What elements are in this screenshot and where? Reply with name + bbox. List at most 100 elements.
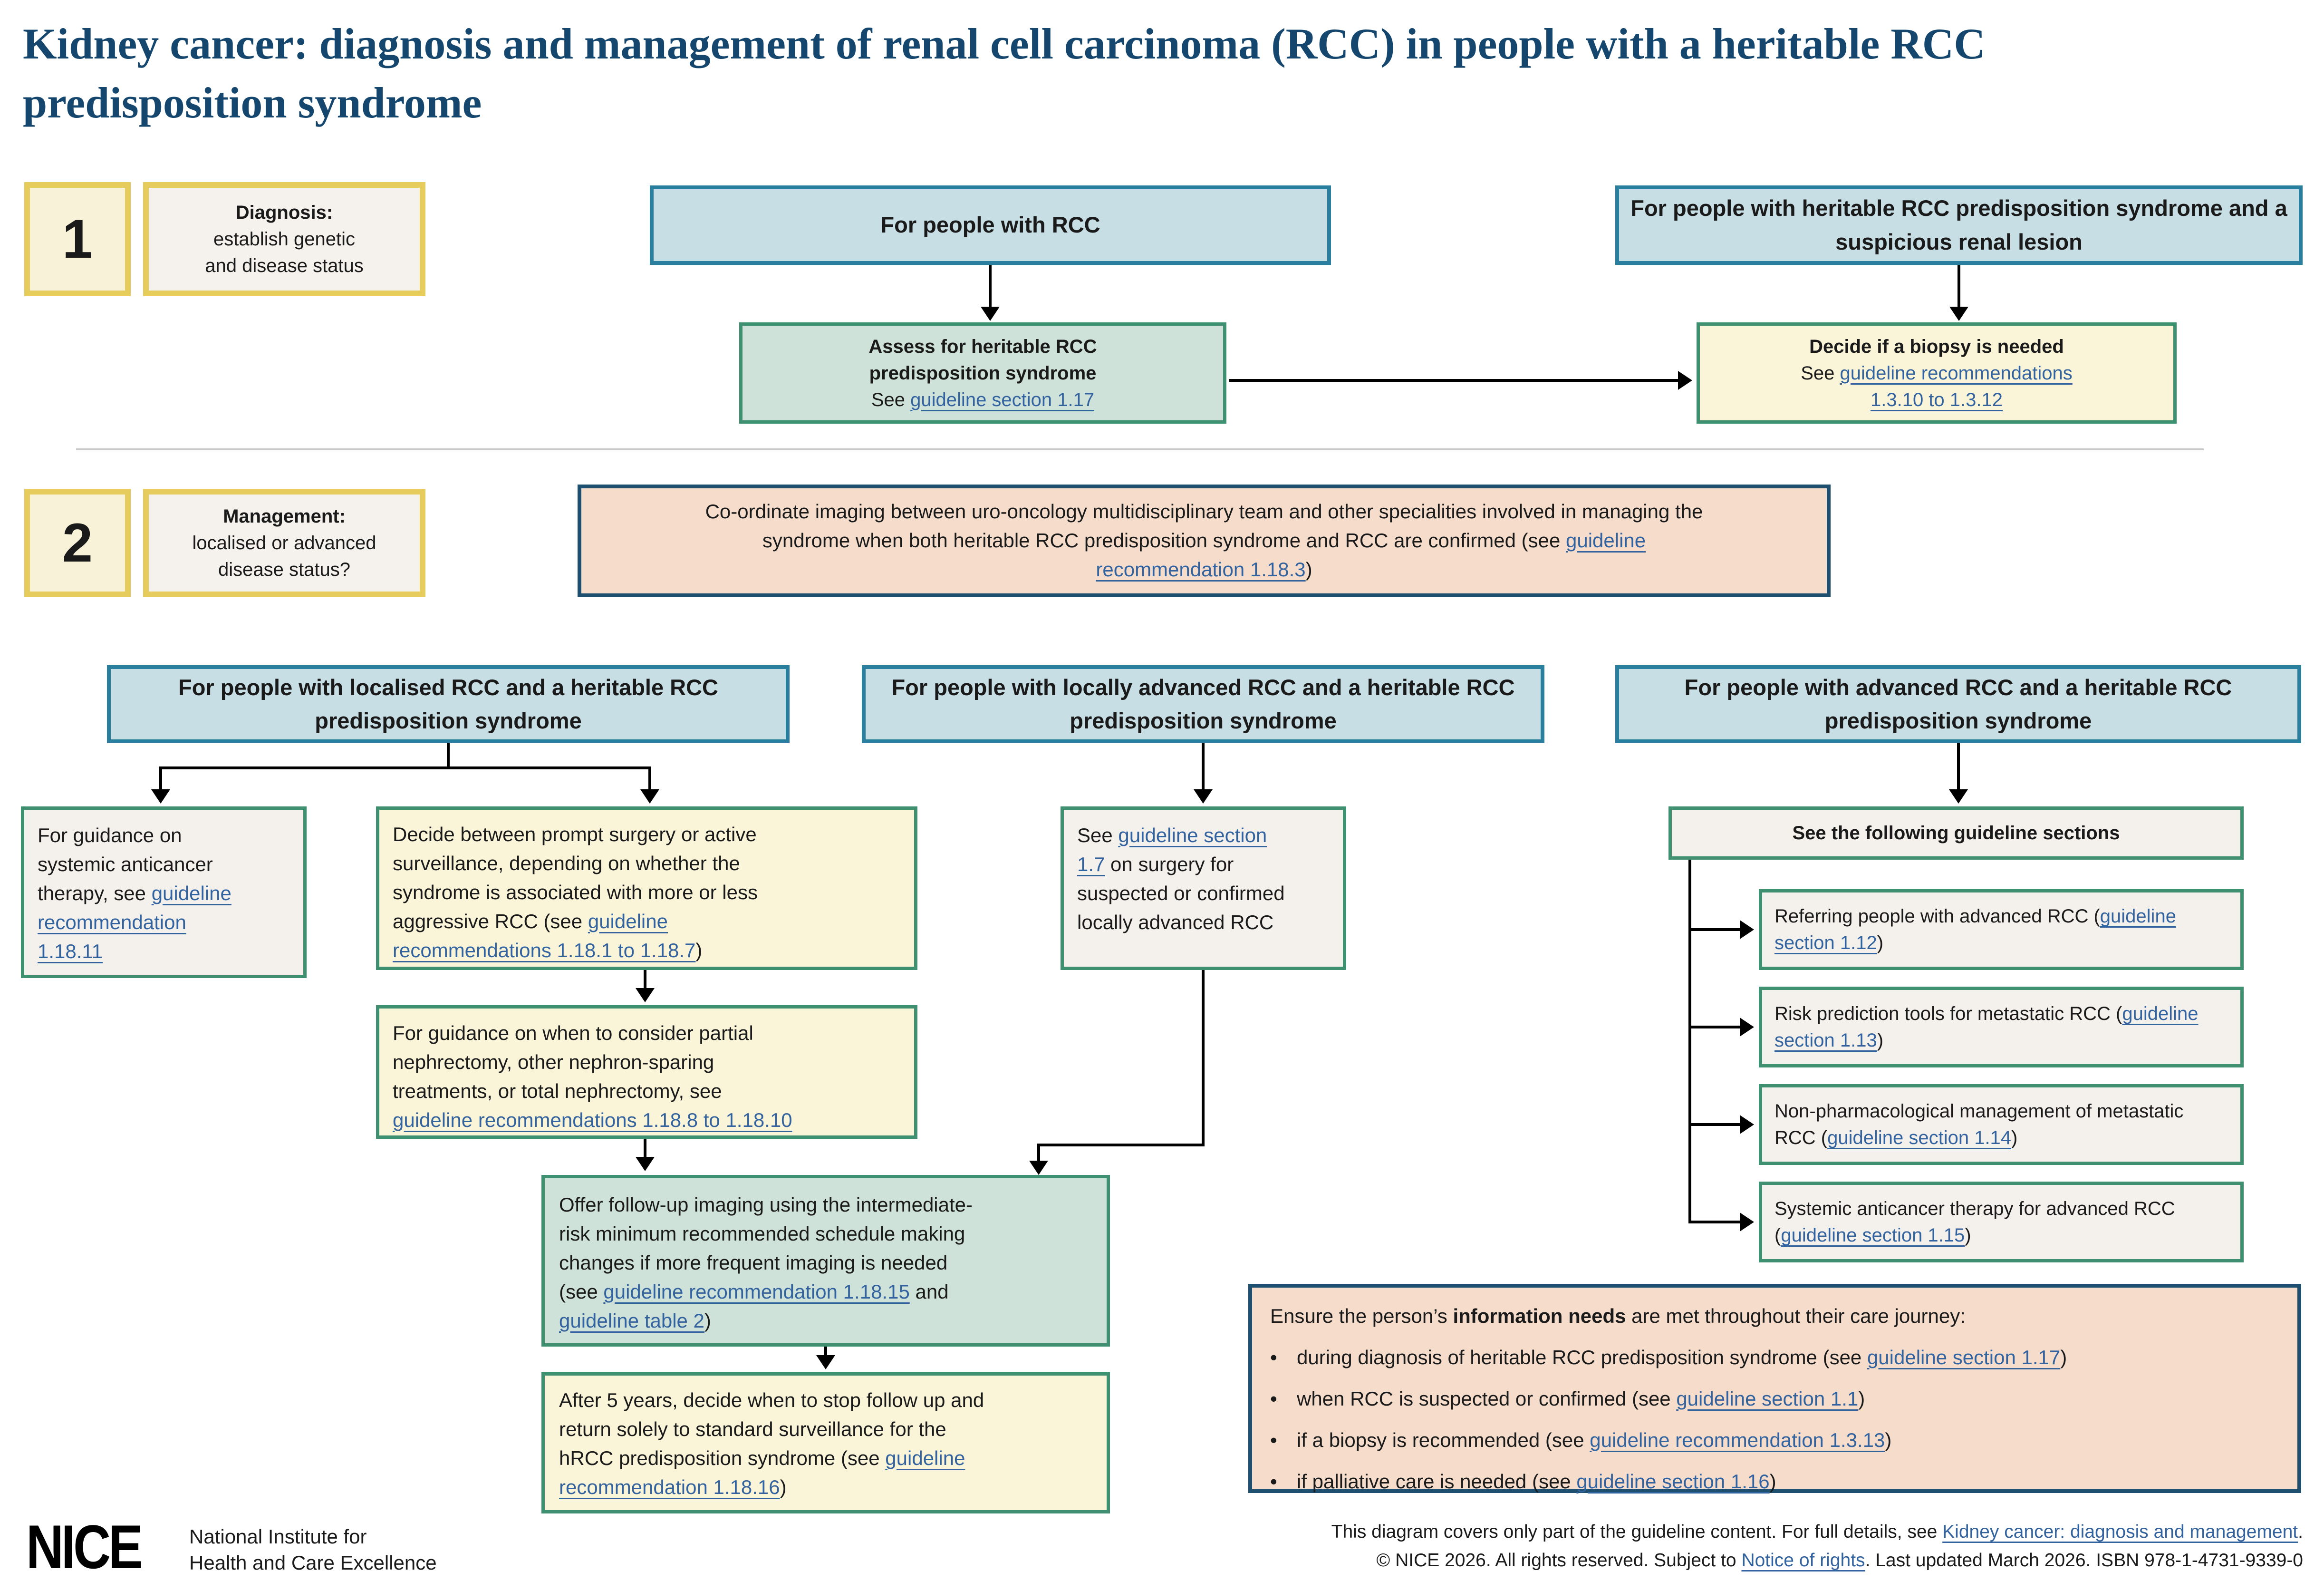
section-1-label: Diagnosis: establish genetic and disease… <box>143 182 425 296</box>
arrowhead-right <box>1740 920 1754 939</box>
node-systemic-anticancer-guidance: For guidance on systemic anticancer ther… <box>21 806 307 978</box>
footer-text: This diagram covers only part of the gui… <box>1331 1522 1943 1542</box>
arrowhead-right <box>1740 1018 1754 1037</box>
node-text: For guidance on systemic anticancer ther… <box>38 824 213 904</box>
arrowhead-right <box>1740 1115 1754 1134</box>
connector-line <box>1202 743 1205 789</box>
node-after-5-years: After 5 years, decide when to stop follo… <box>541 1372 1110 1513</box>
section-label-line: and disease status <box>205 255 364 276</box>
node-text: ) <box>1877 932 1884 953</box>
link-guideline-recs-1188-11810[interactable]: guideline recommendations 1.18.8 to 1.18… <box>393 1108 792 1131</box>
link-guideline-section-1-12[interactable]: guideline section 1.12 <box>1774 906 2176 953</box>
node-text: For people with advanced RCC and a herit… <box>1684 674 2232 734</box>
node-text: ) <box>1877 1030 1884 1051</box>
section-2-label: Management: localised or advanced diseas… <box>143 489 425 597</box>
bullet-text: ) <box>1885 1428 1892 1451</box>
bullet-dot: • <box>1270 1346 1277 1368</box>
node-coordinate-imaging: Co-ordinate imaging between uro-oncology… <box>578 485 1831 597</box>
bullet-text: ) <box>1769 1470 1776 1493</box>
node-text: See the following guideline sections <box>1792 822 2120 844</box>
node-non-pharmacological-management: Non-pharmacological management of metast… <box>1759 1084 2244 1165</box>
link-kidney-cancer-guideline[interactable]: Kidney cancer: diagnosis and management <box>1942 1522 2298 1542</box>
bullet-text: ) <box>1858 1387 1865 1410</box>
connector-line <box>1957 743 1960 789</box>
connector-line <box>1688 1123 1740 1126</box>
link-guideline-rec-1-18-15[interactable]: guideline recommendation 1.18.15 <box>603 1280 910 1303</box>
link-guideline-rec-1-3-13[interactable]: guideline recommendation 1.3.13 <box>1590 1428 1885 1451</box>
connector-line <box>159 766 651 769</box>
bullet-text: when RCC is suspected or confirmed (see <box>1297 1387 1677 1410</box>
section-number-text: 2 <box>62 513 93 573</box>
node-for-people-with-rcc: For people with RCC <box>650 185 1331 265</box>
link-guideline-section-1-1[interactable]: guideline section 1.1 <box>1676 1387 1859 1410</box>
node-text: See <box>1077 824 1119 846</box>
node-nephrectomy-guidance: For guidance on when to consider partial… <box>376 1005 917 1139</box>
connector-line <box>644 970 646 989</box>
connector-line <box>1688 928 1740 931</box>
connector-line <box>1229 379 1678 382</box>
node-text: Co-ordinate imaging between uro-oncology… <box>705 500 1703 552</box>
link-guideline-section-1-17[interactable]: guideline section 1.17 <box>1867 1346 2061 1368</box>
bullet-text: if a biopsy is recommended (see <box>1297 1428 1590 1451</box>
link-guideline-section-1-17[interactable]: guideline section 1.17 <box>910 389 1095 410</box>
bullet-dot: • <box>1270 1470 1277 1493</box>
node-text: Decide between prompt surgery or active … <box>393 823 758 932</box>
footer-line-1: This diagram covers only part of the gui… <box>1067 1518 2303 1546</box>
node-text: Non-pharmacological management of metast… <box>1774 1101 2184 1148</box>
footer-note: This diagram covers only part of the gui… <box>1067 1518 2303 1575</box>
node-text: ) <box>780 1475 787 1498</box>
node-information-needs: Ensure the person’s information needs ar… <box>1248 1284 2301 1493</box>
link-guideline-rec-1-18-11[interactable]: guideline recommendation 1.18.11 <box>38 882 231 962</box>
node-assess-heritable-syndrome: Assess for heritable RCC predisposition … <box>739 322 1226 424</box>
arrowhead-down <box>151 789 170 804</box>
section-label-line: disease status? <box>218 559 350 580</box>
arrowhead-down <box>981 307 1000 321</box>
connector-line <box>1958 265 1960 307</box>
link-guideline-section-1-13[interactable]: guideline section 1.13 <box>1774 1003 2199 1051</box>
link-guideline-rec-1-18-3[interactable]: guideline recommendation 1.18.3 <box>1096 529 1646 581</box>
connector-line <box>1688 860 1691 1223</box>
link-guideline-recs-1310-1312[interactable]: guideline recommendations 1.3.10 to 1.3.… <box>1840 362 2073 410</box>
link-notice-of-rights[interactable]: Notice of rights <box>1741 1550 1865 1571</box>
header-advanced-rcc: For people with advanced RCC and a herit… <box>1615 665 2301 743</box>
section-label-line: localised or advanced <box>192 533 376 553</box>
section-label-bold: Diagnosis: <box>235 202 333 223</box>
section-label-line: establish genetic <box>213 229 355 250</box>
info-heading: Ensure the person’s information needs ar… <box>1270 1302 2279 1331</box>
node-text: ) <box>2011 1127 2018 1148</box>
arrowhead-down <box>1029 1161 1048 1175</box>
header-locally-advanced-rcc: For people with locally advanced RCC and… <box>862 665 1544 743</box>
link-guideline-section-1-7[interactable]: guideline section 1.7 <box>1077 824 1267 875</box>
connector-line <box>989 265 992 307</box>
link-guideline-section-1-14[interactable]: guideline section 1.14 <box>1827 1127 2012 1148</box>
section-2-number: 2 <box>24 489 131 597</box>
arrowhead-down <box>816 1355 835 1369</box>
link-guideline-rec-1-18-16[interactable]: guideline recommendation 1.18.16 <box>559 1446 965 1498</box>
section-number-text: 1 <box>62 209 93 270</box>
node-text: on surgery for suspected or confirmed lo… <box>1077 853 1285 933</box>
connector-line <box>1037 1144 1040 1161</box>
info-heading-post: are met throughout their care journey: <box>1626 1305 1966 1327</box>
node-risk-prediction-tools: Risk prediction tools for metastatic RCC… <box>1759 987 2244 1067</box>
header-localised-rcc: For people with localised RCC and a heri… <box>107 665 790 743</box>
node-text: After 5 years, decide when to stop follo… <box>559 1389 984 1469</box>
node-text: ) <box>1965 1225 1971 1246</box>
link-guideline-recs-1181-1187[interactable]: guideline recommendations 1.18.1 to 1.18… <box>393 910 696 961</box>
arrowhead-down <box>636 988 655 1002</box>
info-bullet: • during diagnosis of heritable RCC pred… <box>1270 1343 2279 1372</box>
node-heritable-suspicious-lesion: For people with heritable RCC predisposi… <box>1615 185 2303 265</box>
info-heading-bold: information needs <box>1453 1305 1626 1327</box>
bullet-text: ) <box>2060 1346 2067 1368</box>
node-decide-surgery-or-surveillance: Decide between prompt surgery or active … <box>376 806 917 970</box>
connector-line <box>1037 1144 1205 1146</box>
org-line: Health and Care Excellence <box>189 1552 437 1574</box>
link-guideline-section-1-16[interactable]: guideline section 1.16 <box>1576 1470 1770 1493</box>
link-guideline-section-1-15[interactable]: guideline section 1.15 <box>1781 1225 1965 1246</box>
page-title: Kidney cancer: diagnosis and management … <box>23 19 1986 127</box>
link-guideline-table-2[interactable]: guideline table 2 <box>559 1309 704 1332</box>
node-text: ) <box>695 939 703 961</box>
node-text: See <box>871 389 911 410</box>
section-label-bold: Management: <box>223 506 346 527</box>
node-text: For people with RCC <box>880 212 1100 238</box>
node-text: ) <box>1305 558 1312 581</box>
